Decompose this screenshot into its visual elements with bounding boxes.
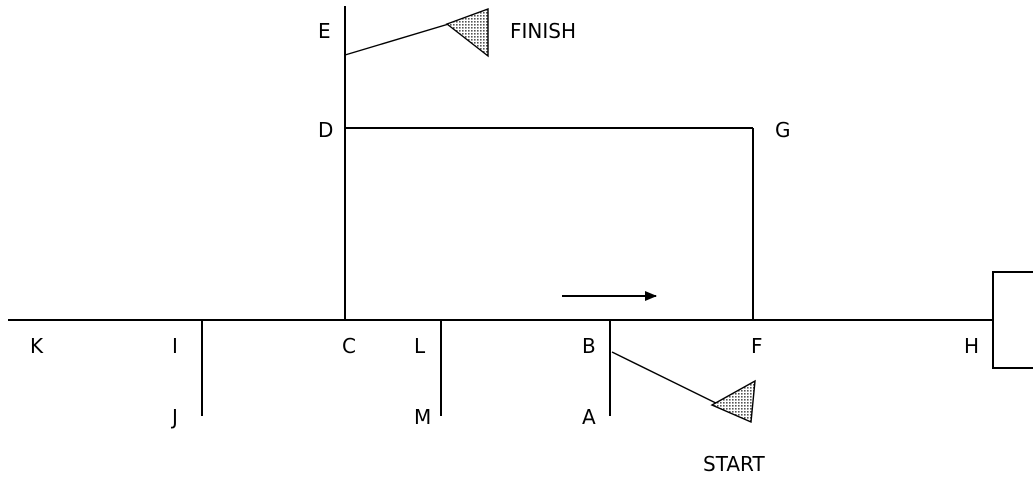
point-label-l: L <box>414 334 426 358</box>
point-label-j: J <box>170 405 178 429</box>
point-label-b: B <box>582 334 596 358</box>
point-label-c: C <box>342 334 356 358</box>
point-label-g: G <box>775 118 791 142</box>
point-label-m: M <box>414 405 431 429</box>
point-label-k: K <box>30 334 44 358</box>
finish-flag-icon <box>344 7 489 58</box>
start-flag-icon <box>611 351 756 424</box>
point-label-e: E <box>318 19 331 43</box>
point-label-h: H <box>964 334 979 358</box>
finish-label: FINISH <box>510 19 576 43</box>
point-label-i: I <box>172 334 178 358</box>
point-label-a: A <box>582 405 596 429</box>
point-label-d: D <box>318 118 333 142</box>
point-label-f: F <box>751 334 763 358</box>
building-box <box>992 271 1033 369</box>
start-label: START <box>703 452 765 476</box>
